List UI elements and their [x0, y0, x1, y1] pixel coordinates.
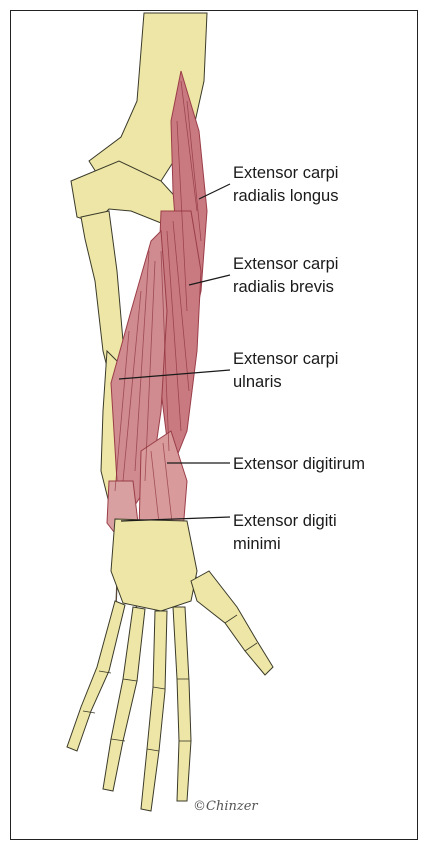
- label-extensor-carpi-radialis-brevis: Extensor carpi radialis brevis: [233, 253, 413, 299]
- label-line: Extensor digiti: [233, 510, 413, 533]
- label-extensor-digiti-minimi: Extensor digiti minimi: [233, 510, 413, 556]
- label-extensor-carpi-ulnaris: Extensor carpi ulnaris: [233, 348, 413, 394]
- label-extensor-digitirum: Extensor digitirum: [233, 453, 413, 476]
- figure-frame: Extensor carpi radialis longus Extensor …: [10, 10, 418, 840]
- finger-middle: [141, 611, 167, 811]
- label-line: radialis longus: [233, 185, 413, 208]
- label-line: ulnaris: [233, 371, 413, 394]
- carpal-bones: [111, 519, 197, 611]
- label-line: Extensor carpi: [233, 253, 413, 276]
- ulna-bone: [81, 211, 123, 383]
- forearm-illustration: [11, 11, 419, 841]
- label-extensor-carpi-radialis-longus: Extensor carpi radialis longus: [233, 162, 413, 208]
- label-line: Extensor digitirum: [233, 453, 413, 476]
- label-line: radialis brevis: [233, 276, 413, 299]
- artist-signature: ©Chinzer: [193, 799, 258, 814]
- label-line: minimi: [233, 533, 413, 556]
- label-line: Extensor carpi: [233, 348, 413, 371]
- finger-thumb: [191, 571, 273, 675]
- label-line: Extensor carpi: [233, 162, 413, 185]
- finger-index: [173, 607, 191, 801]
